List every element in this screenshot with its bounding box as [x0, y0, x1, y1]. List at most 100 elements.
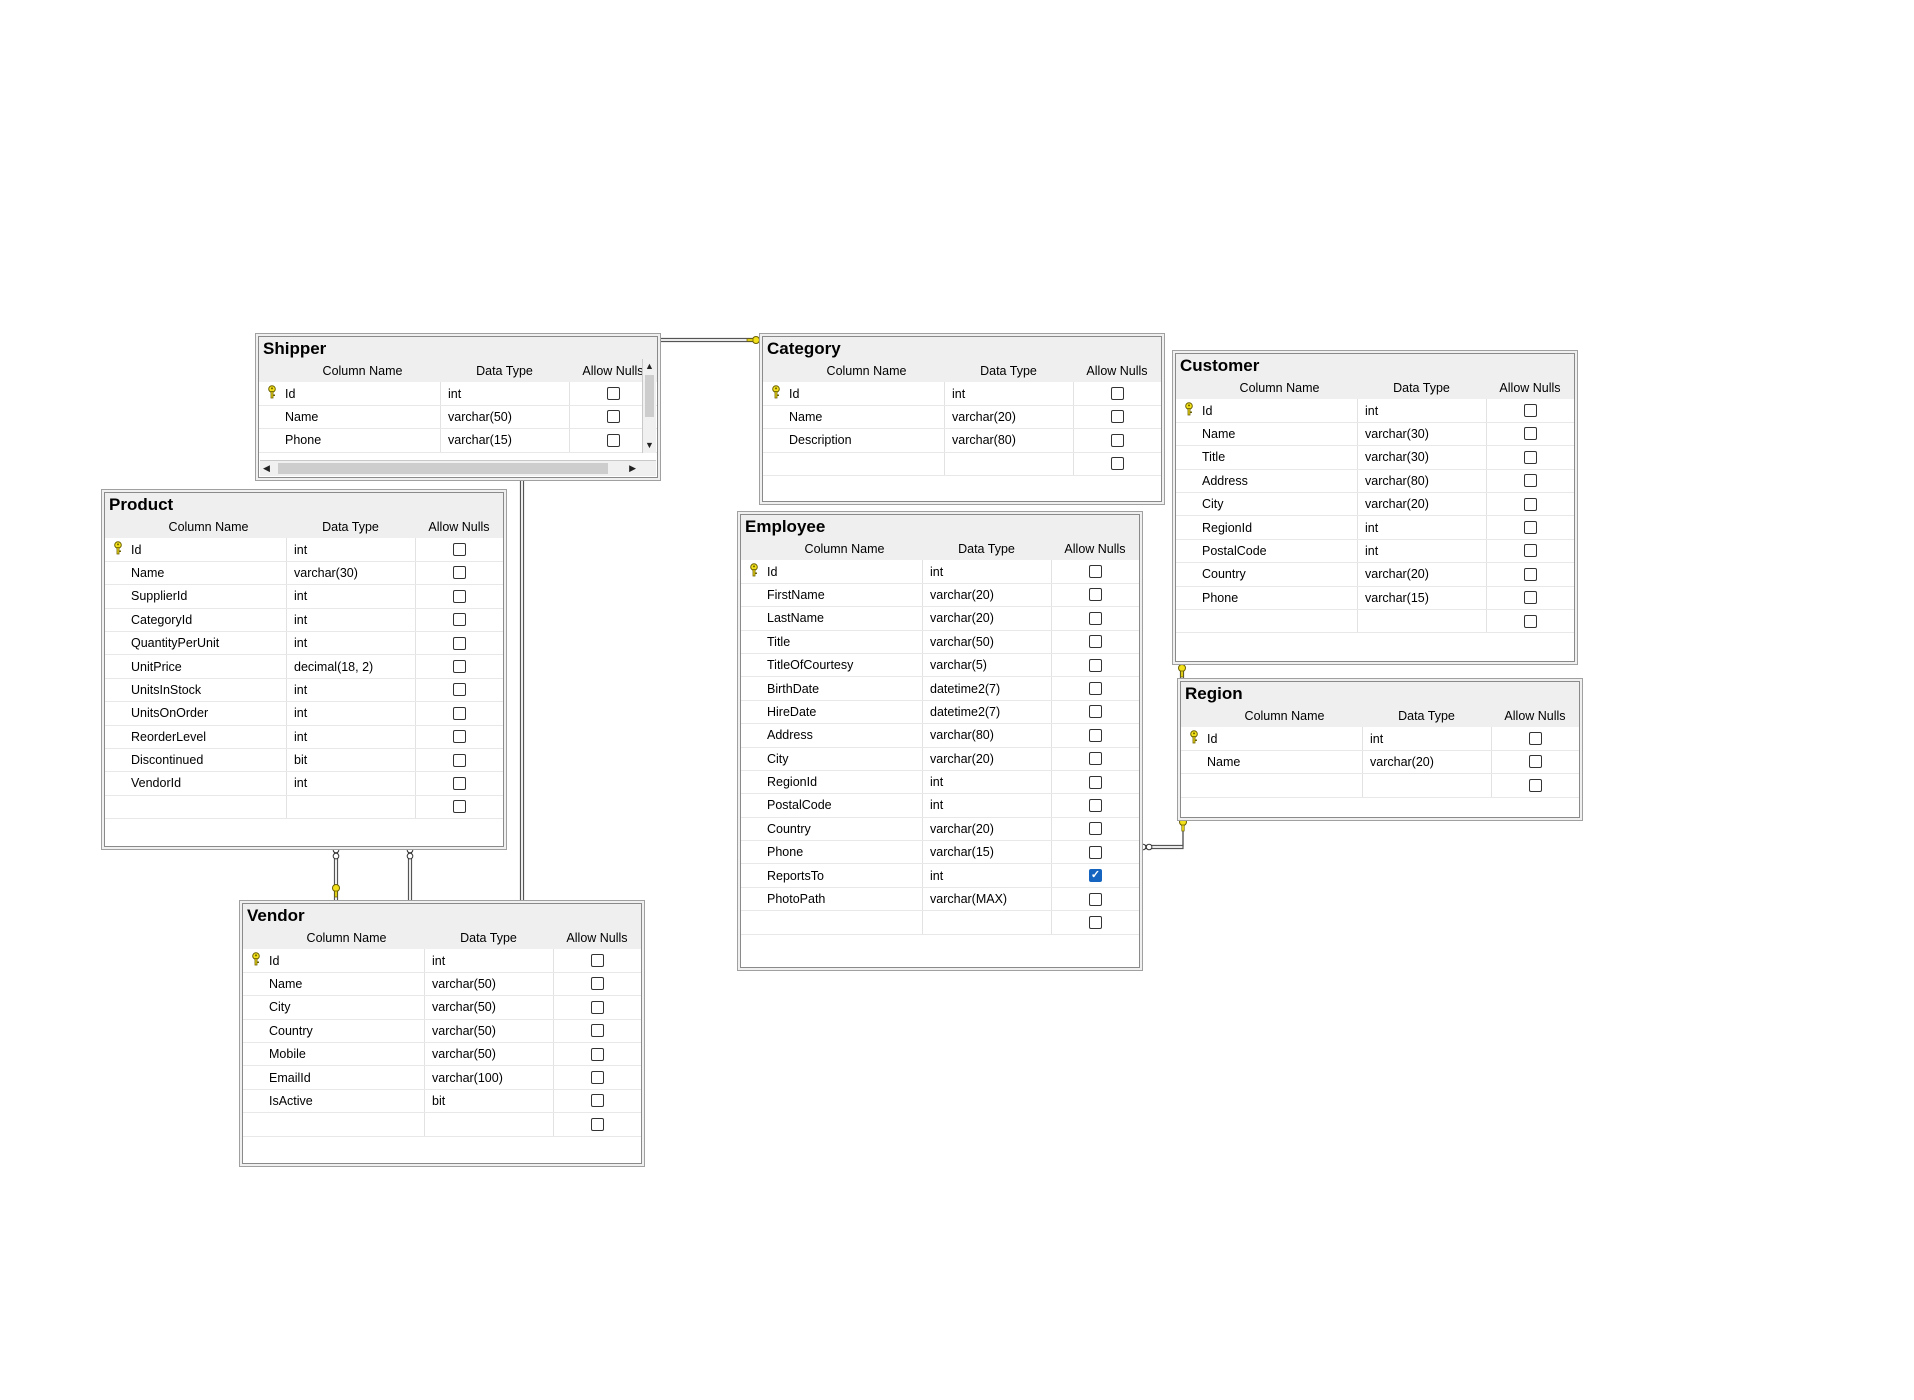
relationship-shipper-vendor[interactable] — [519, 476, 525, 903]
column-name-cell[interactable]: Country — [767, 817, 923, 841]
data-type-cell[interactable]: int — [287, 678, 416, 702]
data-type-cell[interactable]: int — [923, 794, 1052, 817]
column-name-cell[interactable]: Id — [269, 949, 425, 972]
data-type-cell[interactable]: bit — [425, 1089, 554, 1113]
new-column-row[interactable] — [763, 452, 1161, 476]
data-type-cell[interactable]: varchar(15) — [923, 841, 1052, 864]
column-name-cell[interactable]: Description — [789, 429, 945, 452]
allow-nulls-checkbox[interactable] — [453, 683, 466, 697]
allow-nulls-checkbox[interactable] — [1524, 521, 1537, 535]
data-type-cell[interactable]: varchar(80) — [923, 724, 1052, 747]
relationship-customer-region[interactable] — [1179, 660, 1185, 681]
data-type-cell[interactable]: varchar(20) — [923, 583, 1052, 607]
allow-nulls-header[interactable]: Allow Nulls — [1064, 541, 1126, 556]
column-name-cell[interactable]: City — [269, 996, 425, 1019]
table-title[interactable]: Region — [1181, 682, 1579, 704]
column-name-cell[interactable]: City — [767, 747, 923, 770]
data-type-cell[interactable]: varchar(20) — [945, 405, 1074, 429]
column-name-cell[interactable]: VendorId — [131, 772, 287, 795]
data-type-cell[interactable]: datetime2(7) — [923, 700, 1052, 724]
allow-nulls-checkbox[interactable] — [453, 543, 466, 557]
allow-nulls-checkbox[interactable] — [1089, 775, 1102, 789]
table-title[interactable]: Customer — [1176, 354, 1574, 376]
scrollbar-thumb[interactable] — [645, 375, 654, 417]
allow-nulls-checkbox[interactable] — [607, 433, 620, 447]
column-name-cell[interactable]: CategoryId — [131, 608, 287, 631]
data-type-cell[interactable]: int — [287, 631, 416, 655]
allow-nulls-checkbox-checked[interactable] — [1089, 869, 1102, 883]
column-name-cell[interactable]: UnitPrice — [131, 655, 287, 678]
column-name-cell[interactable]: UnitsInStock — [131, 678, 287, 702]
data-type-cell[interactable]: varchar(30) — [1358, 446, 1487, 469]
allow-nulls-checkbox[interactable] — [453, 753, 466, 767]
column-name-cell[interactable]: UnitsOnOrder — [131, 702, 287, 725]
column-name-header[interactable]: Column Name — [1239, 380, 1320, 395]
scrollbar-thumb[interactable] — [278, 463, 608, 474]
data-type-cell[interactable]: varchar(50) — [425, 1042, 554, 1066]
column-name-cell[interactable]: Id — [789, 382, 945, 405]
table-title[interactable]: Vendor — [243, 904, 641, 926]
column-name-cell[interactable]: Name — [789, 405, 945, 429]
data-type-cell[interactable]: varchar(20) — [1358, 563, 1487, 586]
column-name-cell[interactable]: Id — [1207, 727, 1363, 750]
allow-nulls-checkbox[interactable] — [1089, 752, 1102, 766]
data-type-cell[interactable]: int — [287, 538, 416, 561]
column-name-cell[interactable] — [1207, 774, 1363, 797]
allow-nulls-checkbox[interactable] — [1089, 705, 1102, 719]
column-name-cell[interactable]: Mobile — [269, 1042, 425, 1066]
allow-nulls-header[interactable]: Allow Nulls — [1504, 708, 1566, 723]
allow-nulls-checkbox[interactable] — [1524, 614, 1537, 628]
allow-nulls-checkbox[interactable] — [453, 589, 466, 603]
column-name-cell[interactable]: Title — [767, 630, 923, 653]
column-name-cell[interactable]: Name — [1202, 422, 1358, 446]
column-name-cell[interactable]: Address — [1202, 469, 1358, 492]
column-name-cell[interactable]: Name — [131, 561, 287, 585]
allow-nulls-checkbox[interactable] — [591, 1000, 604, 1014]
allow-nulls-checkbox[interactable] — [1524, 591, 1537, 605]
data-type-header[interactable]: Data Type — [460, 930, 517, 945]
allow-nulls-checkbox[interactable] — [1111, 457, 1124, 471]
relationship-product-vendor-2[interactable] — [407, 845, 413, 903]
allow-nulls-checkbox[interactable] — [1089, 658, 1102, 672]
data-type-cell[interactable]: varchar(30) — [287, 561, 416, 585]
column-name-cell[interactable]: PostalCode — [767, 794, 923, 817]
vertical-scrollbar[interactable]: ▲▼ — [642, 359, 656, 453]
data-type-cell[interactable]: varchar(80) — [945, 429, 1074, 452]
column-name-cell[interactable]: PhotoPath — [767, 887, 923, 911]
column-name-cell[interactable]: Discontinued — [131, 748, 287, 772]
column-name-cell[interactable]: RegionId — [767, 770, 923, 794]
data-type-cell[interactable]: int — [923, 560, 1052, 583]
allow-nulls-header[interactable]: Allow Nulls — [582, 363, 644, 378]
data-type-cell[interactable]: int — [287, 772, 416, 795]
data-type-cell[interactable]: varchar(50) — [425, 996, 554, 1019]
allow-nulls-checkbox[interactable] — [1111, 410, 1124, 424]
data-type-header[interactable]: Data Type — [476, 363, 533, 378]
data-type-cell[interactable]: int — [287, 608, 416, 631]
data-type-header[interactable]: Data Type — [958, 541, 1015, 556]
allow-nulls-checkbox[interactable] — [591, 1117, 604, 1131]
data-type-cell[interactable]: varchar(50) — [923, 630, 1052, 653]
allow-nulls-checkbox[interactable] — [591, 1047, 604, 1061]
allow-nulls-checkbox[interactable] — [591, 1071, 604, 1085]
allow-nulls-checkbox[interactable] — [453, 730, 466, 744]
column-name-cell[interactable] — [269, 1113, 425, 1136]
